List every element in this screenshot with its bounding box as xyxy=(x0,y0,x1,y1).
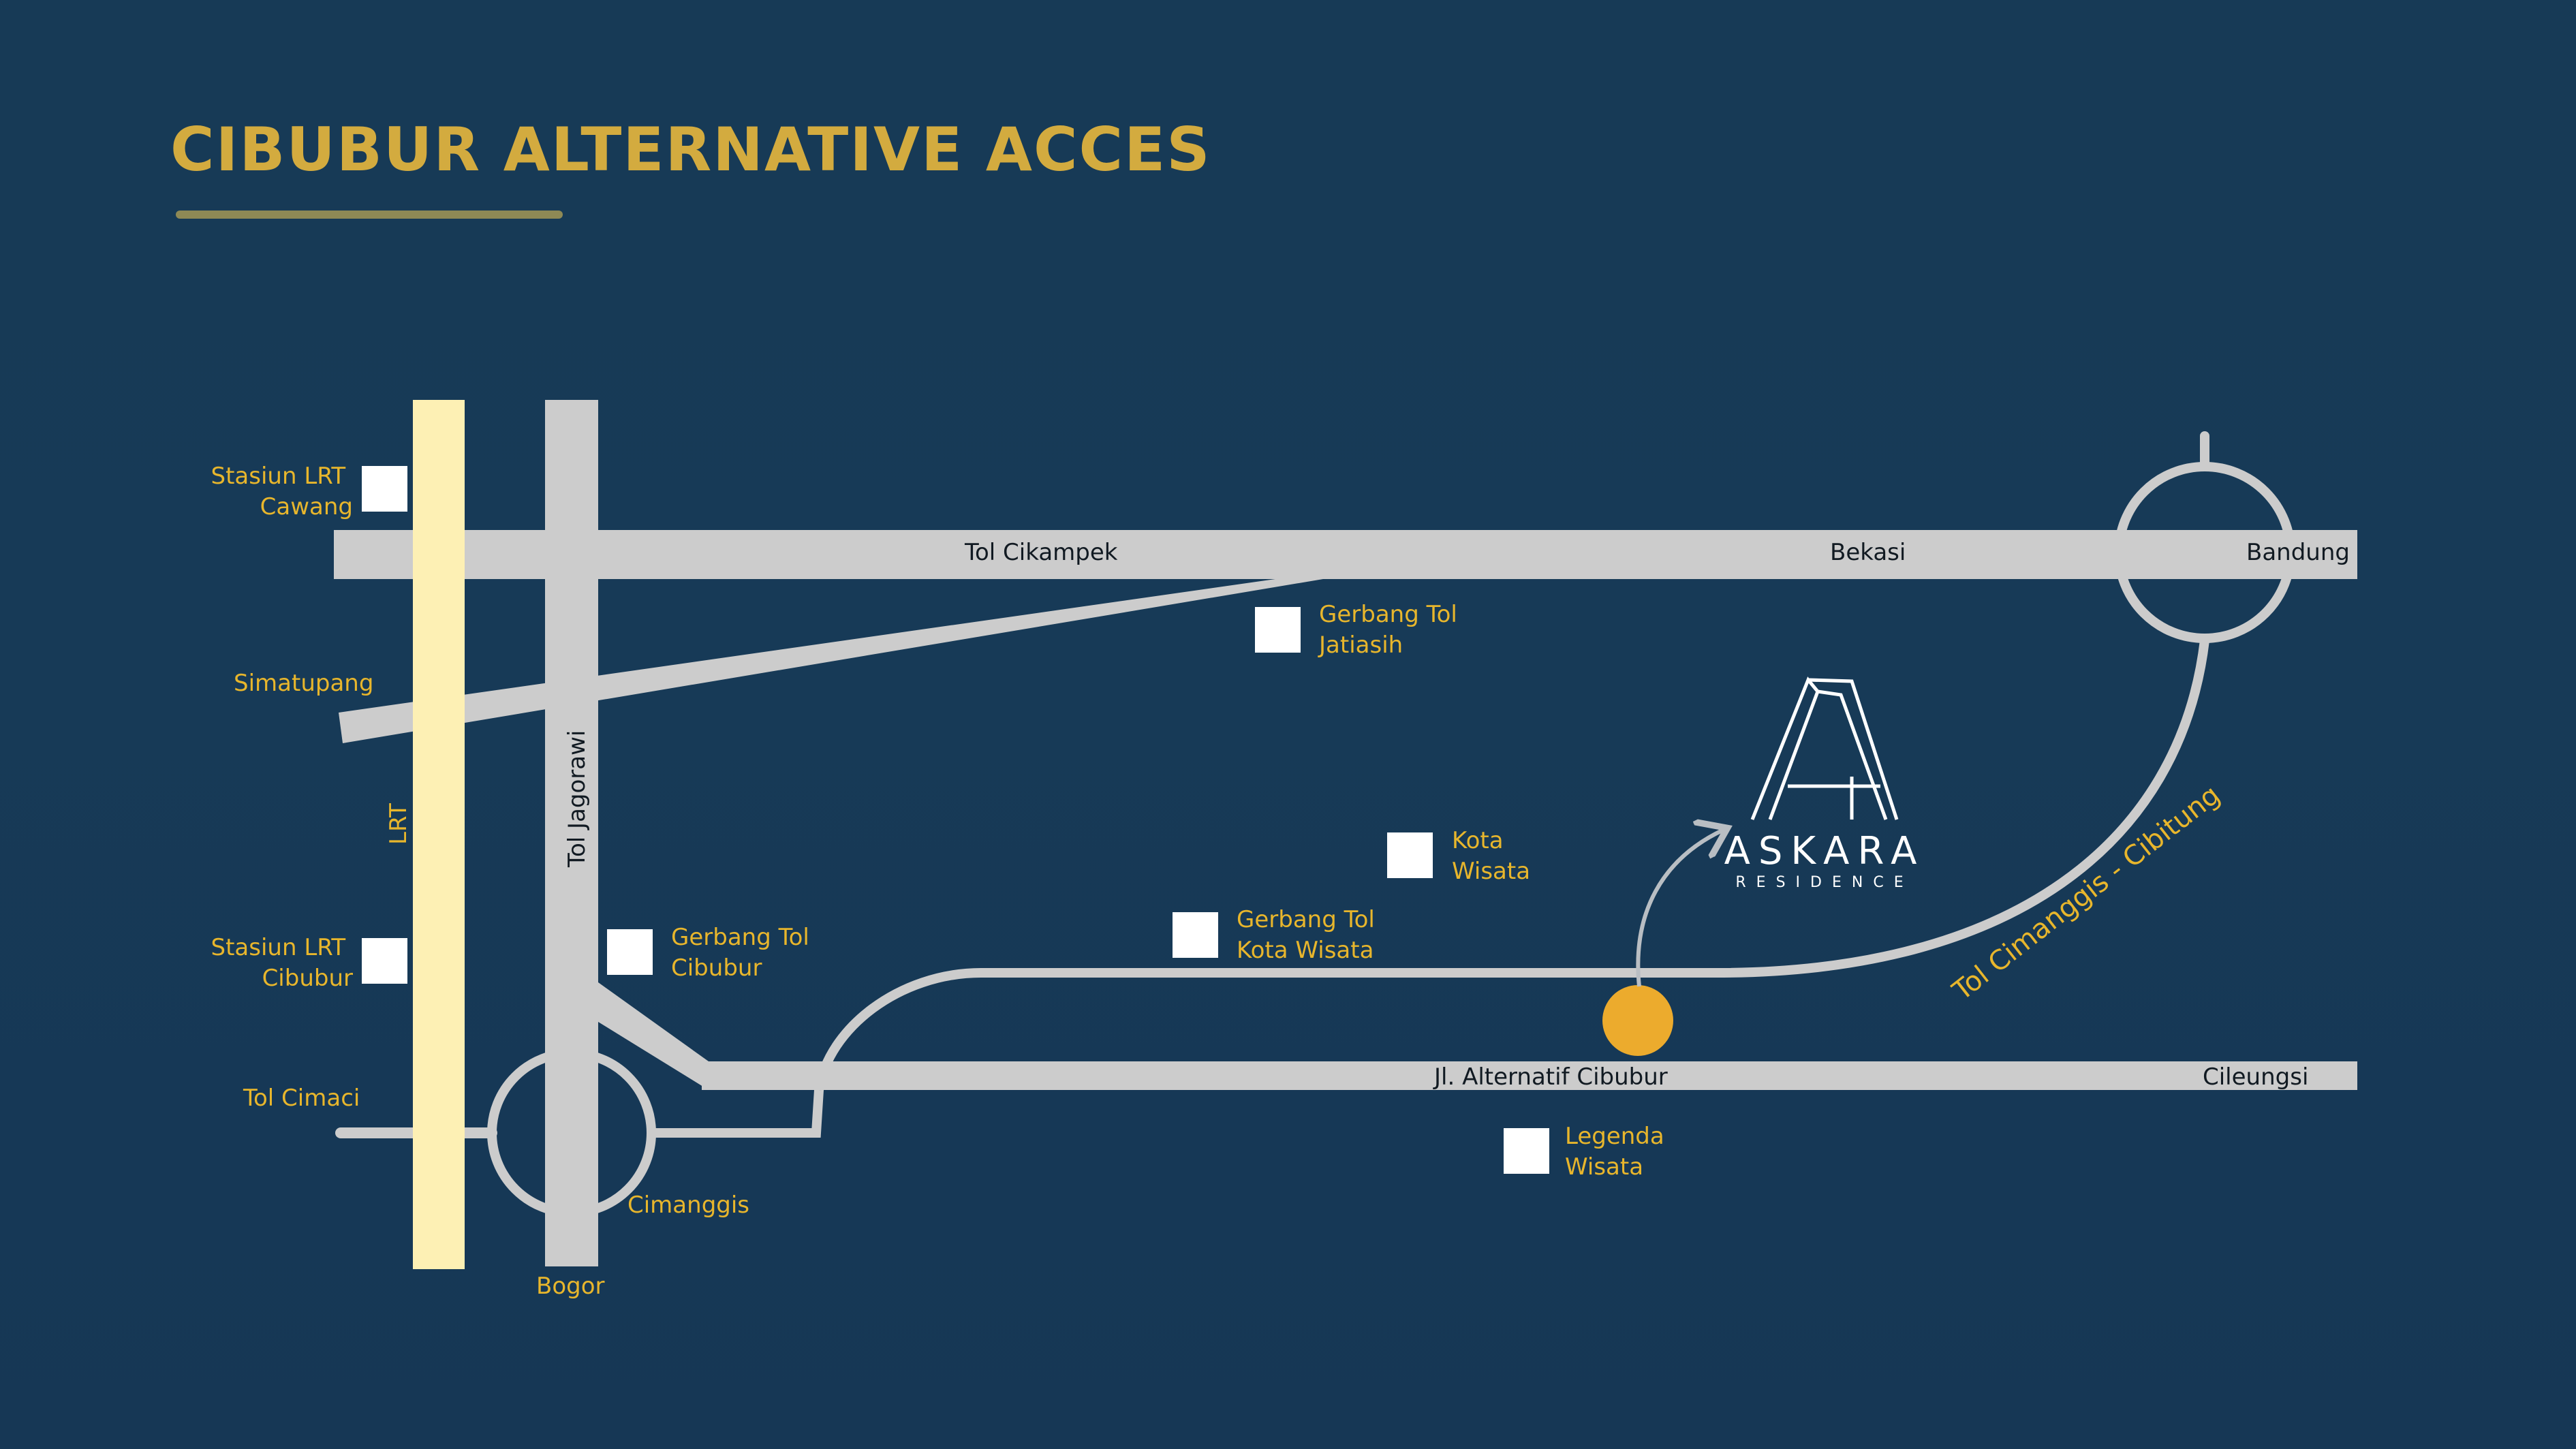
landmark-square-gerbang-kota-wisata xyxy=(1173,912,1218,958)
label-legenda-wisata: Legenda Wisata xyxy=(1565,1123,1672,1181)
road-link-cimanggis xyxy=(651,1089,824,1138)
road-tol-jagorawi xyxy=(545,400,598,1266)
label-cimanggis: Cimanggis xyxy=(627,1191,749,1219)
label-jl-alternatif-cibubur: Jl. Alternatif Cibubur xyxy=(1433,1063,1668,1091)
title-underline xyxy=(176,211,563,219)
landmark-square-gerbang-cibubur xyxy=(607,929,653,975)
label-gerbang-tol-cibubur: Gerbang Tol Cibubur xyxy=(671,924,817,982)
landmark-square-kota-wisata xyxy=(1387,832,1433,878)
landmark-square-stasiun-cibubur xyxy=(362,938,407,984)
askara-logo: ASKARA RESIDENCE xyxy=(1724,676,1925,891)
page-title: CIBUBUR ALTERNATIVE ACCES xyxy=(170,114,1211,185)
askara-logo-name: ASKARA xyxy=(1724,829,1925,873)
landmark-markers xyxy=(362,466,1549,1174)
label-gerbang-tol-kota-wisata: Gerbang Tol Kota Wisata xyxy=(1237,906,1382,964)
landmark-square-gerbang-jatiasih xyxy=(1255,607,1301,653)
label-bandung: Bandung xyxy=(2246,539,2350,566)
road-network xyxy=(334,400,2357,1269)
landmark-square-legenda-wisata xyxy=(1504,1128,1549,1174)
askara-logo-mark xyxy=(1750,676,1899,820)
road-tol-cimanggis-cibitung xyxy=(814,640,2209,1091)
askara-logo-subtitle: RESIDENCE xyxy=(1735,874,1913,891)
label-cileungsi: Cileungsi xyxy=(2203,1063,2308,1091)
pointer-arrow-icon xyxy=(1636,830,1724,987)
label-stasiun-cibubur: Stasiun LRT Cibubur xyxy=(211,934,354,992)
road-simatupang xyxy=(339,572,1323,743)
lrt-line xyxy=(413,400,465,1269)
label-lrt: LRT xyxy=(385,803,412,845)
label-tol-jagorawi: Tol Jagorawi xyxy=(563,730,591,868)
road-tol-cikampek xyxy=(334,530,2357,579)
label-kota-wisata: Kota Wisata xyxy=(1452,827,1530,885)
label-tol-cikampek: Tol Cikampek xyxy=(964,539,1118,566)
askara-location-pin xyxy=(1602,985,1673,1056)
label-bogor: Bogor xyxy=(536,1273,605,1300)
label-simatupang: Simatupang xyxy=(234,670,373,697)
label-gerbang-tol-jatiasih: Gerbang Tol Jatiasih xyxy=(1318,601,1465,659)
label-stasiun-cawang: Stasiun LRT Cawang xyxy=(211,463,354,520)
road-connector-cibubur xyxy=(598,982,709,1090)
label-tol-cimanggis-cibitung: Tol Cimanggis - Cibitung xyxy=(1946,779,2226,1008)
road-jl-alternatif-cibubur xyxy=(702,1061,2357,1090)
label-tol-cimaci: Tol Cimaci xyxy=(243,1085,360,1112)
place-labels: Stasiun LRT Cawang Simatupang Stasiun LR… xyxy=(211,463,1672,1300)
label-bekasi: Bekasi xyxy=(1830,539,1906,566)
landmark-square-stasiun-cawang xyxy=(362,466,407,512)
